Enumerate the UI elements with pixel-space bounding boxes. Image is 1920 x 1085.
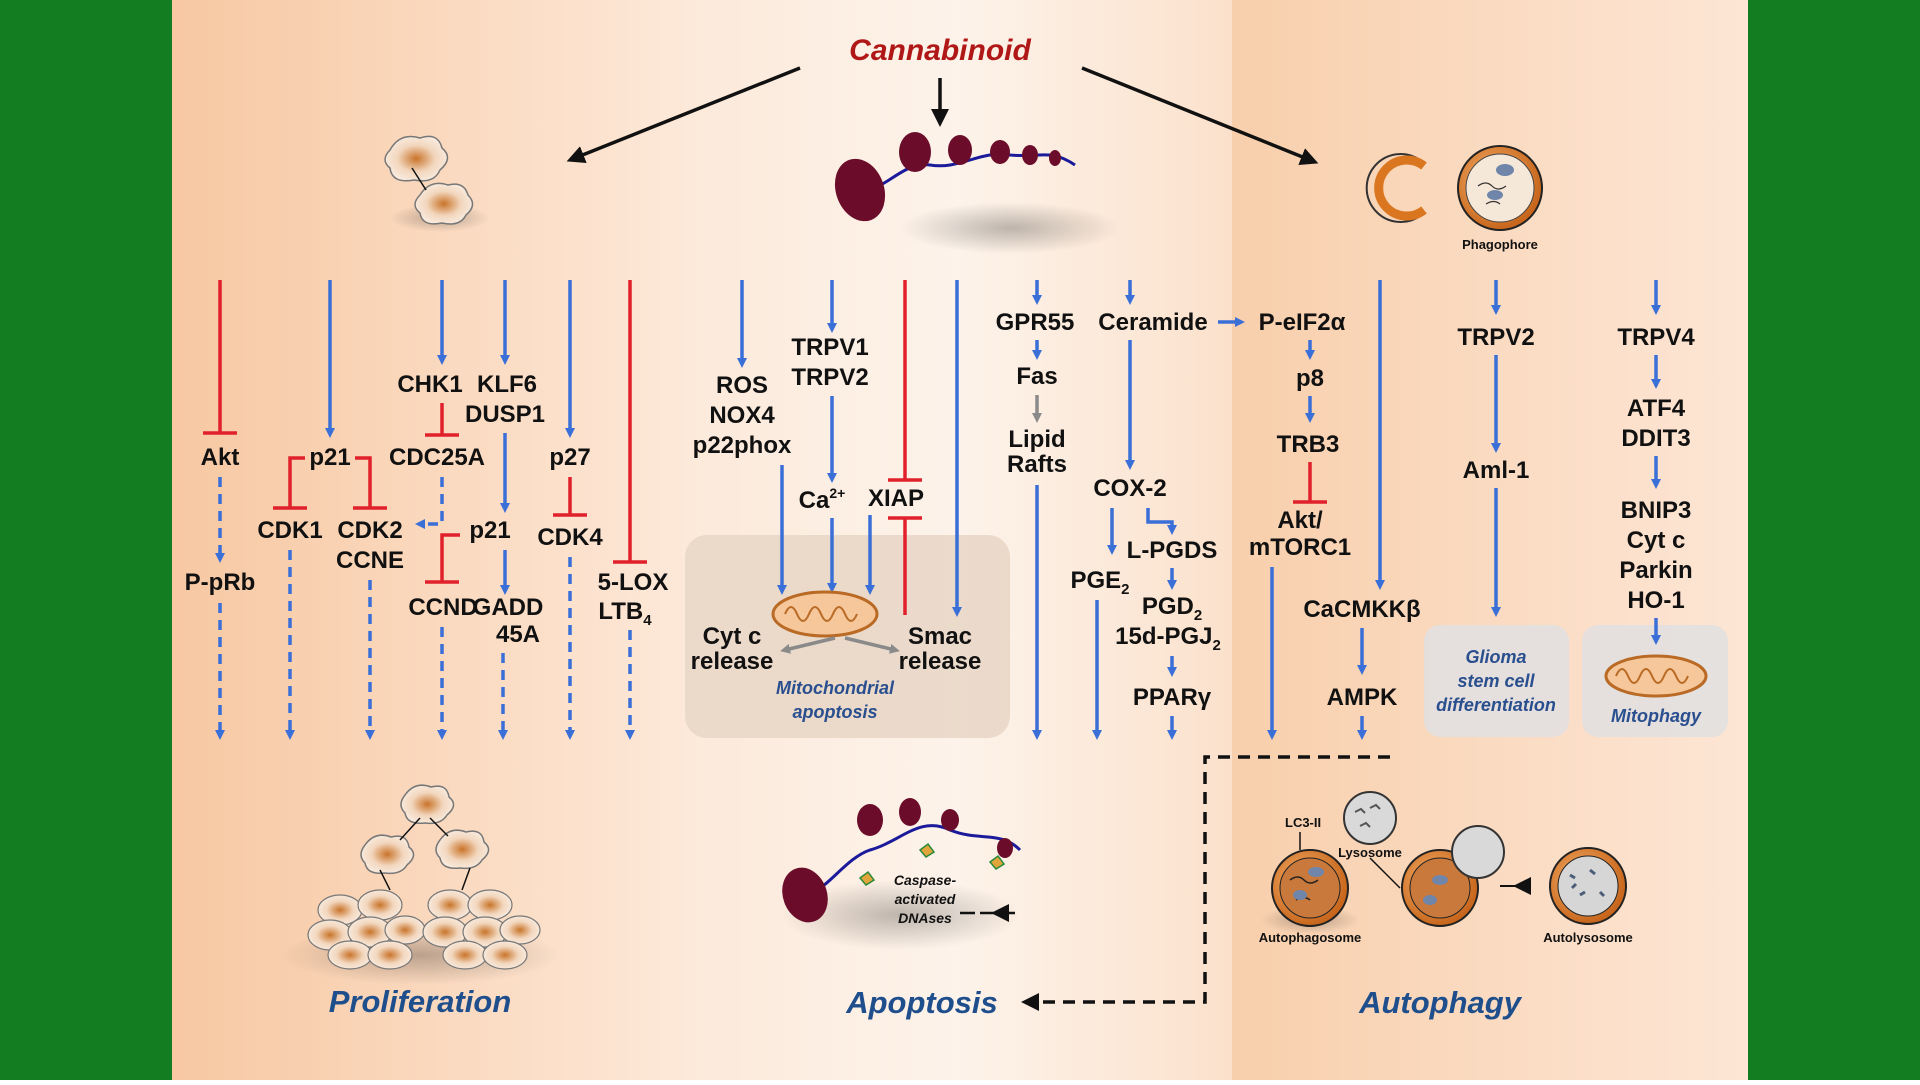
apoptosis-pathways: ROS NOX4 p22phox TRPV1 TRPV2 Ca2+ XIAP C… <box>691 280 1221 740</box>
label-caspase-2: activated <box>895 891 956 907</box>
label-ampk: AMPK <box>1327 684 1398 711</box>
label-mitophagy: Mitophagy <box>1611 706 1702 726</box>
label-autolysosome: Autolysosome <box>1543 930 1633 945</box>
label-cdc25a: CDC25A <box>389 444 485 471</box>
label-fas: Fas <box>1016 363 1057 390</box>
label-cox2: COX-2 <box>1093 475 1166 502</box>
label-parkin: Parkin <box>1619 557 1692 584</box>
label-trpv2-auto: TRPV2 <box>1457 324 1534 351</box>
label-15d-pgj2: 15d-PGJ2 <box>1115 623 1221 654</box>
section-apoptosis: Apoptosis <box>845 985 998 1020</box>
label-aml1: Aml-1 <box>1463 457 1530 484</box>
label-gadd: GADD <box>473 594 544 621</box>
label-ltb4: LTB4 <box>598 598 652 629</box>
label-rafts: Rafts <box>1007 451 1067 478</box>
label-smac-release-2: release <box>899 648 982 675</box>
label-autophagosome: Autophagosome <box>1259 930 1362 945</box>
label-peif2a: P-eIF2α <box>1259 309 1346 336</box>
label-lpgds: L-PGDS <box>1127 537 1218 564</box>
label-trpv1: TRPV1 <box>791 334 868 361</box>
mitochondrial-apoptosis-box <box>685 535 1010 738</box>
label-akt-mtorc1-1: Akt/ <box>1277 507 1323 534</box>
label-dusp1: DUSP1 <box>465 401 545 428</box>
label-p21-left: p21 <box>309 444 350 471</box>
label-cdk1: CDK1 <box>257 517 322 544</box>
label-lc3ii: LC3-II <box>1285 815 1321 830</box>
label-cytc-release-2: release <box>691 648 774 675</box>
section-proliferation: Proliferation <box>329 984 512 1019</box>
label-cdk4: CDK4 <box>537 524 603 551</box>
label-45a: 45A <box>496 621 540 648</box>
label-trpv2-apop: TRPV2 <box>791 364 868 391</box>
label-differentiation: differentiation <box>1436 695 1556 715</box>
label-akt-mtorc1-2: mTORC1 <box>1249 534 1351 561</box>
dividing-cells-icon <box>384 135 490 232</box>
label-ccne: CCNE <box>336 547 404 574</box>
section-autophagy: Autophagy <box>1358 985 1523 1020</box>
label-ccnd: CCND <box>408 594 477 621</box>
label-cdk2: CDK2 <box>337 517 402 544</box>
label-p-prb: P-pRb <box>185 569 256 596</box>
label-bnip3: BNIP3 <box>1621 497 1692 524</box>
label-apoptosis-box: apoptosis <box>792 702 877 722</box>
label-smac-release-1: Smac <box>908 623 972 650</box>
mitophagy-mitochondrion-icon <box>1604 654 1708 698</box>
autophagy-to-apoptosis-link <box>1021 755 1390 1011</box>
label-pparg: PPARγ <box>1133 684 1212 711</box>
label-ceramide: Ceramide <box>1098 309 1207 336</box>
label-p8: p8 <box>1296 365 1324 392</box>
label-akt: Akt <box>201 444 240 471</box>
label-stem-cell: stem cell <box>1457 671 1535 691</box>
autophagy-pathways: P-eIF2α p8 TRB3 Akt/ mTORC1 CaCMKKβ AMPK… <box>1218 280 1708 740</box>
label-ddit3: DDIT3 <box>1621 425 1690 452</box>
label-p22phox: p22phox <box>693 432 792 459</box>
label-trpv4: TRPV4 <box>1617 324 1695 351</box>
phagophore-label: Phagophore <box>1462 237 1538 252</box>
phagophore-icon: Phagophore <box>1365 145 1543 252</box>
label-pge2: PGE2 <box>1070 567 1129 598</box>
label-caspase-1: Caspase- <box>894 872 957 888</box>
label-caspase-3: DNAses <box>898 910 952 926</box>
label-lipid: Lipid <box>1008 426 1065 453</box>
label-ca: Ca2+ <box>799 485 846 514</box>
label-ho1: HO-1 <box>1627 587 1684 614</box>
label-p27: p27 <box>549 444 590 471</box>
proliferation-pathways: Akt P-pRb p21 CDK1 CDK2 CCNE CHK1 CDC25A… <box>185 280 669 740</box>
label-klf6: KLF6 <box>477 371 537 398</box>
label-nox4: NOX4 <box>709 402 775 429</box>
mitochondrion-icon <box>771 590 879 638</box>
chromatin-icon <box>834 132 1120 254</box>
label-5lox: 5-LOX <box>598 569 669 596</box>
label-ros: ROS <box>716 372 768 399</box>
glioma-box <box>1424 625 1569 737</box>
label-pgd2: PGD2 <box>1142 593 1202 624</box>
label-cytc-auto: Cyt c <box>1627 527 1686 554</box>
label-glioma: Glioma <box>1465 647 1526 667</box>
autophagosome-icon: LC3-II Autophagosome Lysosome Autolysoso… <box>1259 791 1633 945</box>
label-lysosome: Lysosome <box>1338 845 1402 860</box>
label-chk1: CHK1 <box>397 371 462 398</box>
cannabinoid-title: Cannabinoid <box>849 34 1031 67</box>
label-xiap: XIAP <box>868 485 924 512</box>
lysosome-icon <box>1343 791 1397 845</box>
label-mitochondrial: Mitochondrial <box>776 678 895 698</box>
header-arrows <box>566 66 1319 165</box>
label-cytc-release-1: Cyt c <box>703 623 762 650</box>
proliferating-cells-icon <box>280 784 560 985</box>
caspase-dna-icon: Caspase- activated DNAses <box>780 798 1022 950</box>
label-atf4: ATF4 <box>1627 395 1686 422</box>
label-gpr55: GPR55 <box>996 309 1075 336</box>
label-trb3: TRB3 <box>1277 431 1340 458</box>
label-cacmkkb: CaCMKKβ <box>1303 596 1420 623</box>
label-p21-right: p21 <box>469 517 510 544</box>
